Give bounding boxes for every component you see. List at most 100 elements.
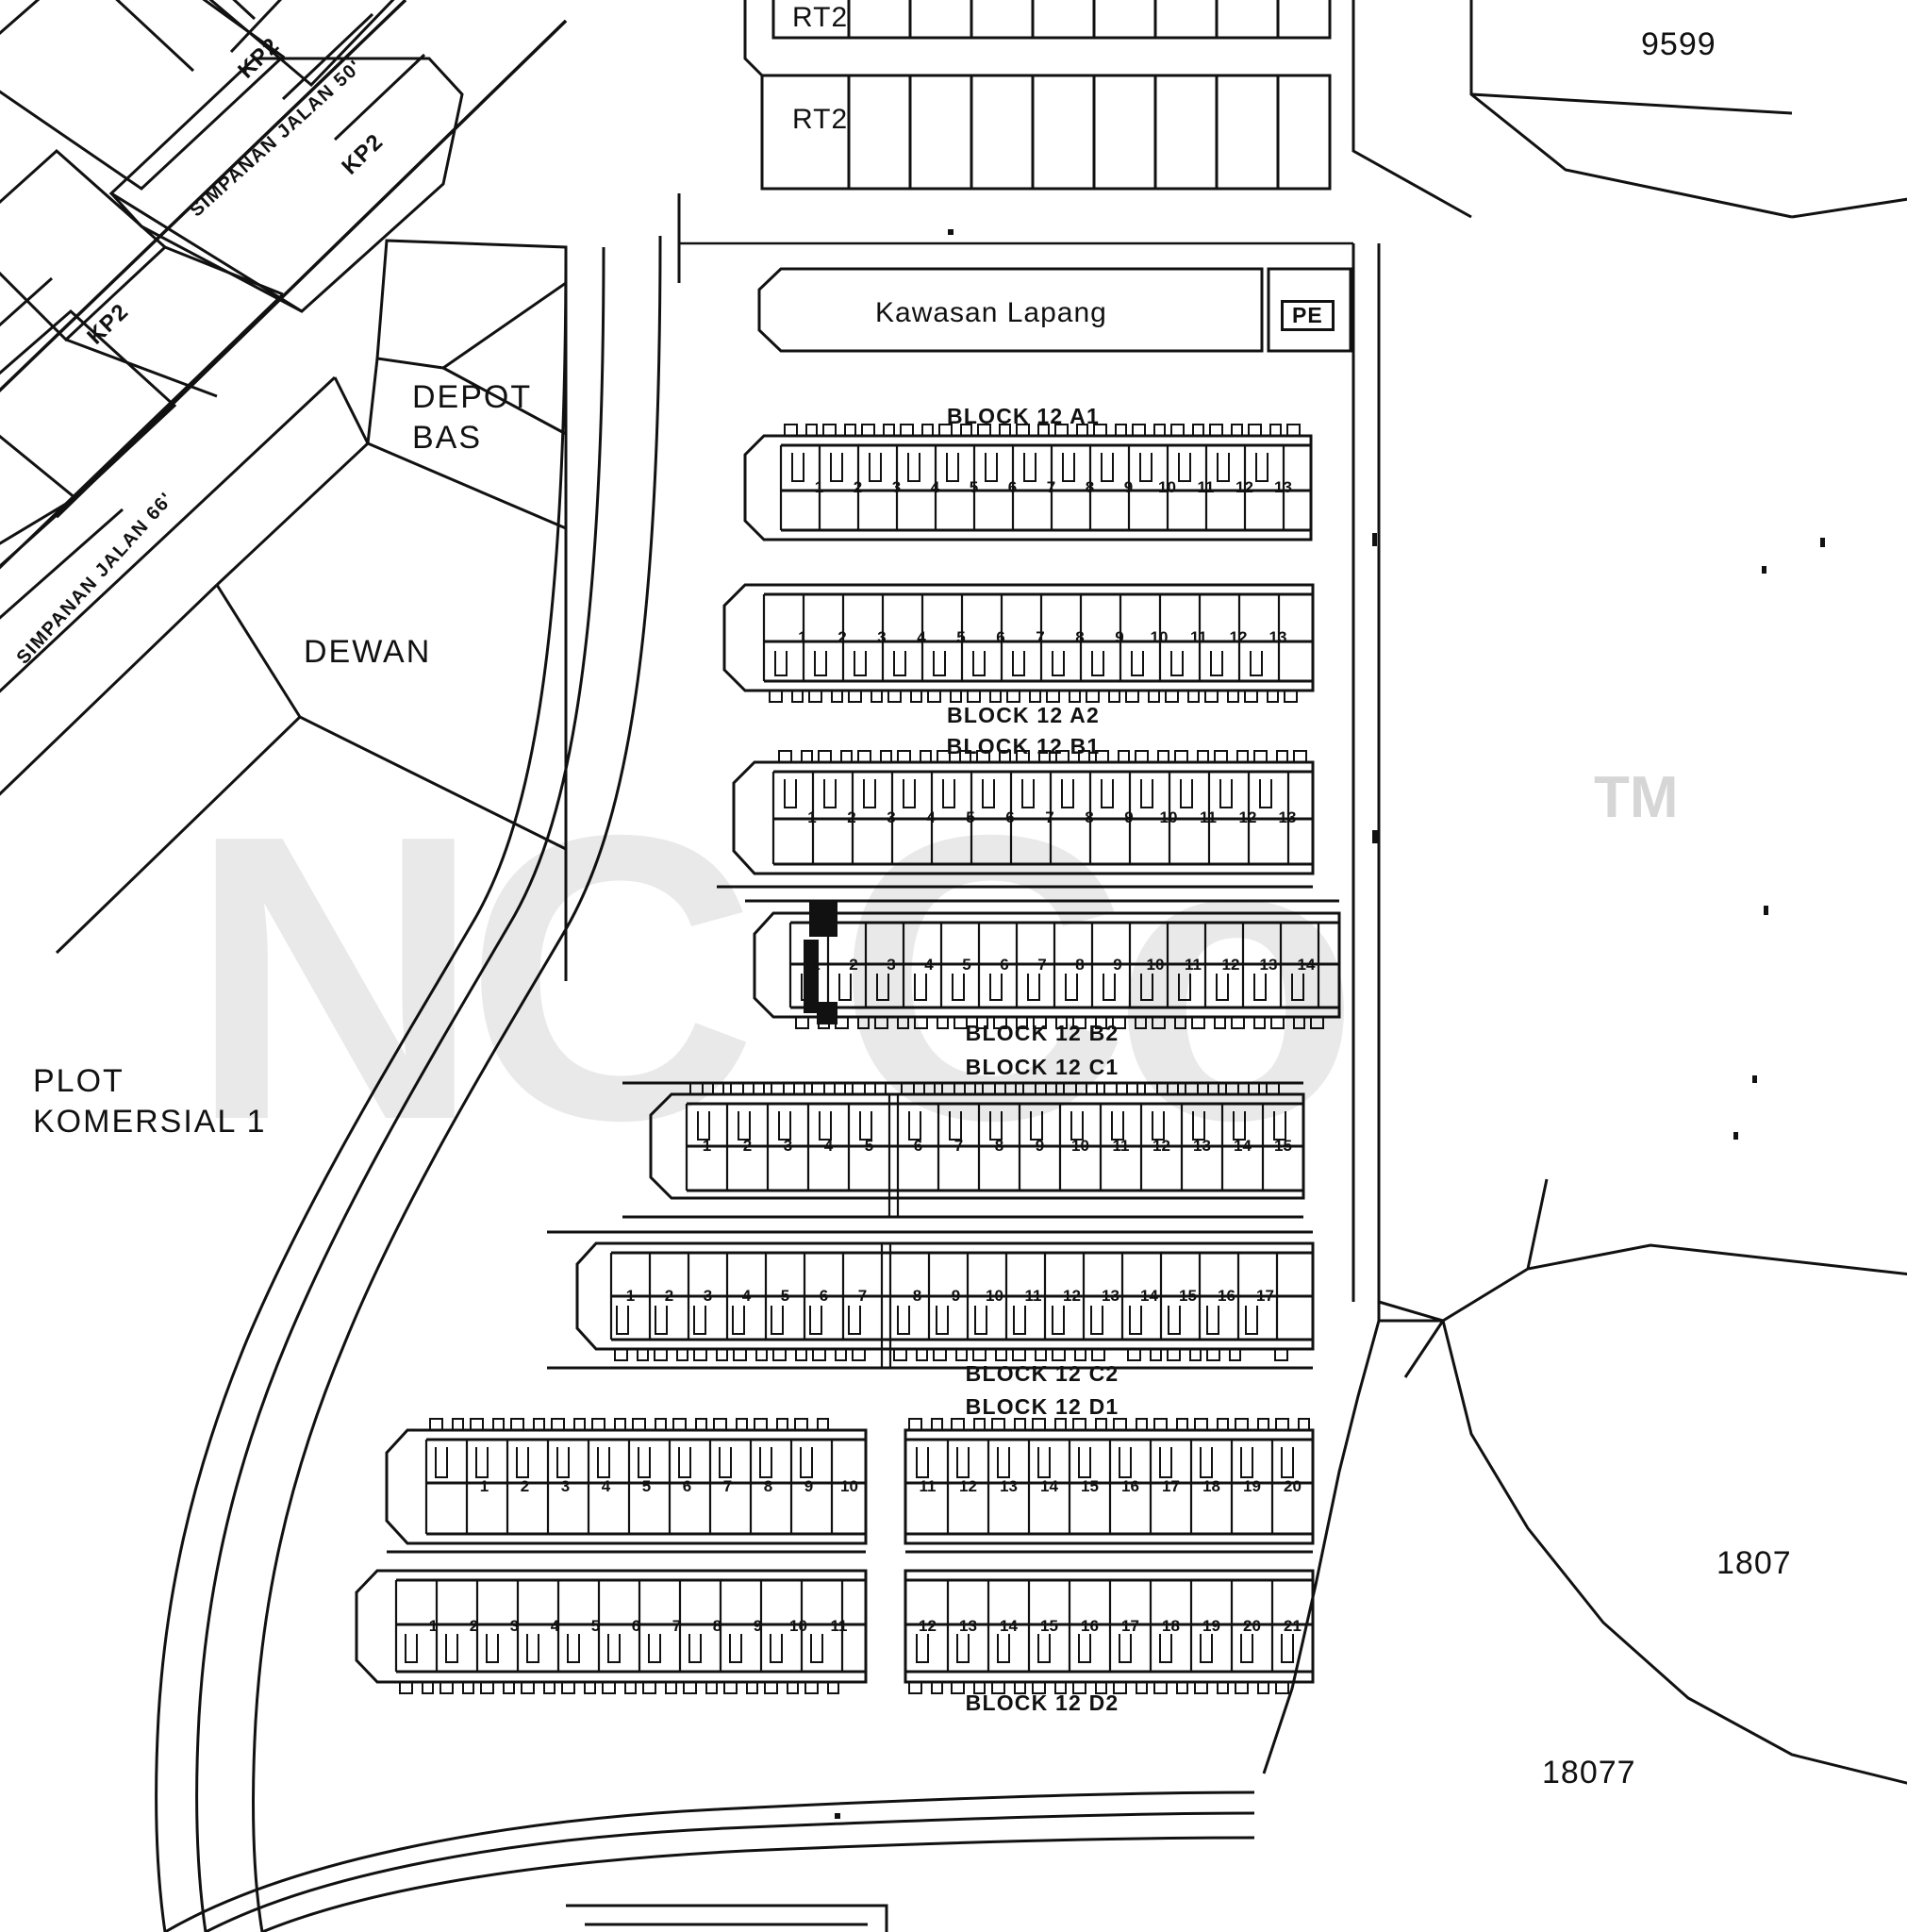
block-12-b2-unit-3: 3 bbox=[887, 956, 896, 974]
block-12-c1-unit-10: 10 bbox=[1071, 1137, 1089, 1155]
block-12-b1-unit-4: 4 bbox=[926, 808, 936, 826]
block-12-c2-unit-3: 3 bbox=[703, 1287, 713, 1305]
block-12-d1-unit-8: 8 bbox=[763, 1477, 773, 1495]
block-12-d1-unit-9: 9 bbox=[804, 1477, 814, 1495]
block-12-d2-unit-9: 9 bbox=[753, 1617, 763, 1635]
pe-badge: PE bbox=[1281, 300, 1335, 331]
dewan-line: DEWAN bbox=[304, 634, 432, 670]
block-12-a1-unit-7: 7 bbox=[1046, 478, 1056, 496]
block-12-a2-unit-13: 13 bbox=[1269, 628, 1287, 646]
block-12-a1-unit-2: 2 bbox=[853, 478, 863, 496]
block-12-c1-unit-15: 15 bbox=[1274, 1137, 1292, 1155]
block-12-a2-unit-12: 12 bbox=[1229, 628, 1248, 646]
block-12-c2-unit-17: 17 bbox=[1256, 1287, 1274, 1305]
block-12-b1-unit-7: 7 bbox=[1045, 808, 1054, 826]
block-12-d1-unit-18: 18 bbox=[1202, 1477, 1220, 1495]
block-12-d2-unit-2: 2 bbox=[469, 1617, 479, 1635]
lot-9599: 9599 bbox=[1641, 26, 1716, 62]
block-12-c1-unit-3: 3 bbox=[783, 1137, 793, 1155]
block-12-b1-unit-1: 1 bbox=[807, 808, 817, 826]
block-12-d2-unit-16: 16 bbox=[1081, 1617, 1099, 1635]
block-12-d1-unit-7: 7 bbox=[722, 1477, 733, 1495]
block-12-d2-unit-19: 19 bbox=[1202, 1617, 1220, 1635]
kawasan-lapang: Kawasan Lapang bbox=[875, 297, 1107, 328]
block-12-d1-unit-2: 2 bbox=[520, 1477, 530, 1495]
block-12-a1-unit-9: 9 bbox=[1123, 478, 1134, 496]
block-12-b2-unit-11: 11 bbox=[1185, 956, 1202, 974]
block-12-a1-unit-8: 8 bbox=[1085, 478, 1095, 496]
block-12-b1-unit-8: 8 bbox=[1085, 808, 1094, 826]
block-12-b2-unit-2: 2 bbox=[849, 956, 858, 974]
block-12-c1-label: BLOCK 12 C1 bbox=[965, 1055, 1119, 1079]
block-12-b2-unit-7: 7 bbox=[1037, 956, 1047, 974]
block-12-a1-unit-10: 10 bbox=[1158, 478, 1176, 496]
block-12-c2-unit-15: 15 bbox=[1179, 1287, 1197, 1305]
block-12-c1-unit-11: 11 bbox=[1112, 1137, 1130, 1155]
block-12-a2-unit-2: 2 bbox=[837, 628, 847, 646]
plot-komersial-line: KOMERSIAL 1 bbox=[33, 1103, 267, 1140]
block-12-c1-unit-2: 2 bbox=[742, 1137, 753, 1155]
block-12-d1-unit-3: 3 bbox=[560, 1477, 571, 1495]
dewan: DEWAN bbox=[304, 632, 431, 673]
block-12-d2-label: BLOCK 12 D2 bbox=[965, 1690, 1119, 1715]
block-12-b1-label: BLOCK 12 B1 bbox=[946, 734, 1101, 758]
block-12-c2-unit-5: 5 bbox=[780, 1287, 790, 1305]
block-12-b2-unit-4: 4 bbox=[924, 956, 934, 974]
block-12-b2-unit-12: 12 bbox=[1221, 956, 1240, 974]
block-12-c2-unit-16: 16 bbox=[1218, 1287, 1235, 1305]
block-12-c2-unit-7: 7 bbox=[857, 1287, 868, 1305]
block-12-c1-unit-13: 13 bbox=[1193, 1137, 1211, 1155]
block-12-a1-unit-4: 4 bbox=[930, 478, 940, 496]
block-12-c1-unit-1: 1 bbox=[702, 1137, 712, 1155]
block-12-a1-unit-12: 12 bbox=[1235, 478, 1253, 496]
block-12-b2-unit-10: 10 bbox=[1146, 956, 1165, 974]
block-12-d1-unit-5: 5 bbox=[641, 1477, 652, 1495]
block-12-d1-unit-1: 1 bbox=[479, 1477, 489, 1495]
block-12-d2-unit-7: 7 bbox=[672, 1617, 682, 1635]
block-12-c2-unit-14: 14 bbox=[1140, 1287, 1158, 1305]
block-12-d1-unit-17: 17 bbox=[1162, 1477, 1180, 1495]
block-12-d2-unit-10: 10 bbox=[789, 1617, 807, 1635]
block-12-c2-unit-11: 11 bbox=[1024, 1287, 1042, 1305]
block-12-d2-unit-12: 12 bbox=[919, 1617, 937, 1635]
block-12-a2-unit-11: 11 bbox=[1190, 628, 1207, 646]
block-12-a2-unit-10: 10 bbox=[1150, 628, 1169, 646]
rt2-upper: RT2 bbox=[792, 2, 849, 33]
block-12-b2-unit-6: 6 bbox=[1000, 956, 1009, 974]
block-12-b2-label: BLOCK 12 B2 bbox=[965, 1021, 1119, 1045]
block-12-c1-unit-14: 14 bbox=[1234, 1137, 1252, 1155]
block-12-c1-unit-6: 6 bbox=[913, 1137, 923, 1155]
block-12-b2-unit-14: 14 bbox=[1297, 956, 1316, 974]
lot-18077: 18077 bbox=[1542, 1755, 1636, 1790]
block-12-b1-unit-12: 12 bbox=[1238, 808, 1257, 826]
block-12-c2-unit-4: 4 bbox=[741, 1287, 752, 1305]
block-12-b2-unit-5: 5 bbox=[962, 956, 971, 974]
block-12-a1-label: BLOCK 12 A1 bbox=[947, 404, 1100, 428]
block-12-d1-label: BLOCK 12 D1 bbox=[965, 1394, 1119, 1419]
block-12-b2-unit-9: 9 bbox=[1113, 956, 1122, 974]
block-12-b1-unit-13: 13 bbox=[1278, 808, 1297, 826]
block-12-d2-unit-1: 1 bbox=[428, 1617, 439, 1635]
block-12-b1-unit-6: 6 bbox=[1005, 808, 1015, 826]
block-12-d1-unit-4: 4 bbox=[601, 1477, 611, 1495]
block-12-b1-unit-11: 11 bbox=[1200, 808, 1217, 826]
block-12-d1-unit-16: 16 bbox=[1121, 1477, 1139, 1495]
block-12-b2-unit-13: 13 bbox=[1259, 956, 1278, 974]
block-12-a1-unit-11: 11 bbox=[1197, 478, 1215, 496]
block-12-d2-unit-18: 18 bbox=[1162, 1617, 1180, 1635]
block-12-a1-unit-1: 1 bbox=[814, 478, 824, 496]
lot-1807: 1807 bbox=[1716, 1545, 1792, 1581]
block-12-a2-unit-3: 3 bbox=[877, 628, 887, 646]
block-12-c2-unit-6: 6 bbox=[819, 1287, 829, 1305]
block-12-a2-unit-5: 5 bbox=[956, 628, 966, 646]
block-12-d2-unit-20: 20 bbox=[1243, 1617, 1261, 1635]
block-12-d2-unit-11: 11 bbox=[830, 1617, 848, 1635]
block-12-d2-unit-14: 14 bbox=[1000, 1617, 1018, 1635]
block-12-c2-unit-9: 9 bbox=[951, 1287, 961, 1305]
block-12-c1-unit-12: 12 bbox=[1152, 1137, 1170, 1155]
block-12-c1-unit-7: 7 bbox=[954, 1137, 964, 1155]
block-12-c2-unit-1: 1 bbox=[625, 1287, 636, 1305]
